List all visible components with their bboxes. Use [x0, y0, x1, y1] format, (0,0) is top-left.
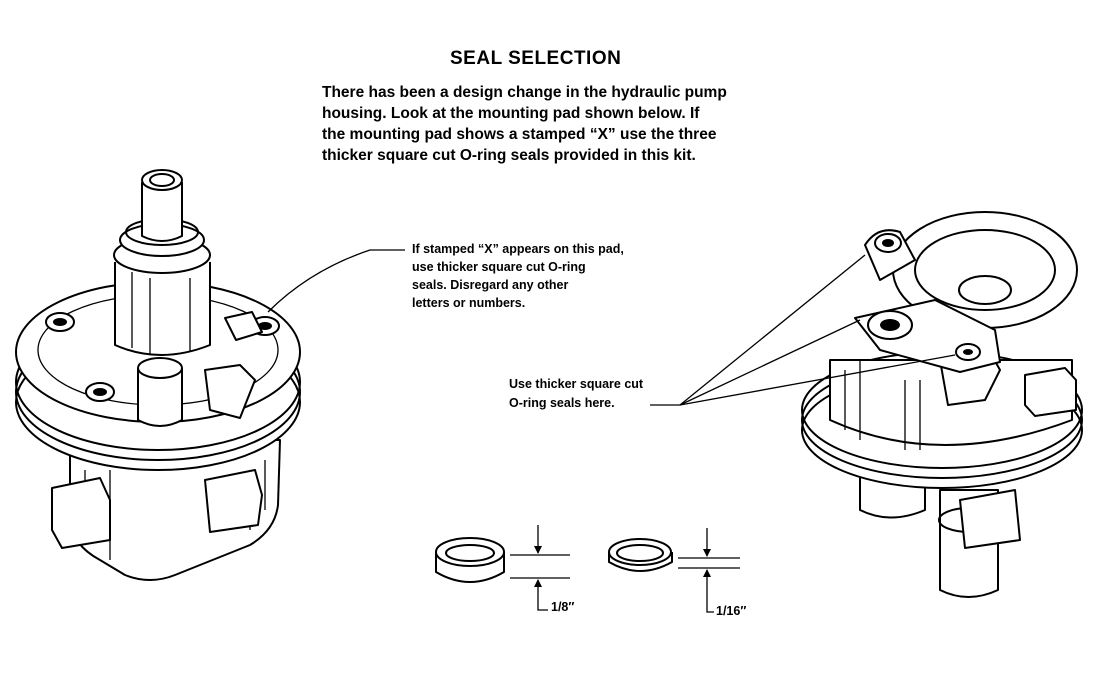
intro-line: thicker square cut O-ring seals provided…	[322, 147, 696, 164]
thick-seal-ring	[435, 525, 570, 611]
seal-callout-line: O-ring seals here.	[509, 396, 615, 410]
pad-callout-line: use thicker square cut O-ring	[412, 260, 586, 274]
seal-callout-text: Use thicker square cut O-ring seals here…	[509, 375, 643, 413]
pad-callout-leader	[267, 249, 405, 313]
seal-callout-line: Use thicker square cut	[509, 377, 644, 391]
pad-callout-text: If stamped “X” appears on this pad, use …	[412, 240, 624, 312]
seal-callout-leaders	[650, 254, 956, 406]
pad-callout-line: If stamped “X” appears on this pad,	[412, 242, 624, 256]
intro-line: the mounting pad shows a stamped “X” use…	[322, 126, 717, 143]
intro-line: There has been a design change in the hy…	[322, 84, 727, 101]
right-pump-illustration	[801, 211, 1083, 598]
thin-seal-dimension: 1/16″	[716, 604, 747, 618]
pad-callout-line: letters or numbers.	[412, 296, 526, 310]
pad-callout-line: seals. Disregard any other	[412, 278, 569, 292]
intro-line: housing. Look at the mounting pad shown …	[322, 105, 700, 122]
thick-seal-dimension: 1/8″	[551, 600, 575, 614]
left-pump-illustration	[15, 169, 301, 581]
thin-seal-ring	[608, 528, 740, 613]
page-title: SEAL SELECTION	[450, 48, 622, 69]
intro-paragraph: There has been a design change in the hy…	[322, 82, 792, 166]
